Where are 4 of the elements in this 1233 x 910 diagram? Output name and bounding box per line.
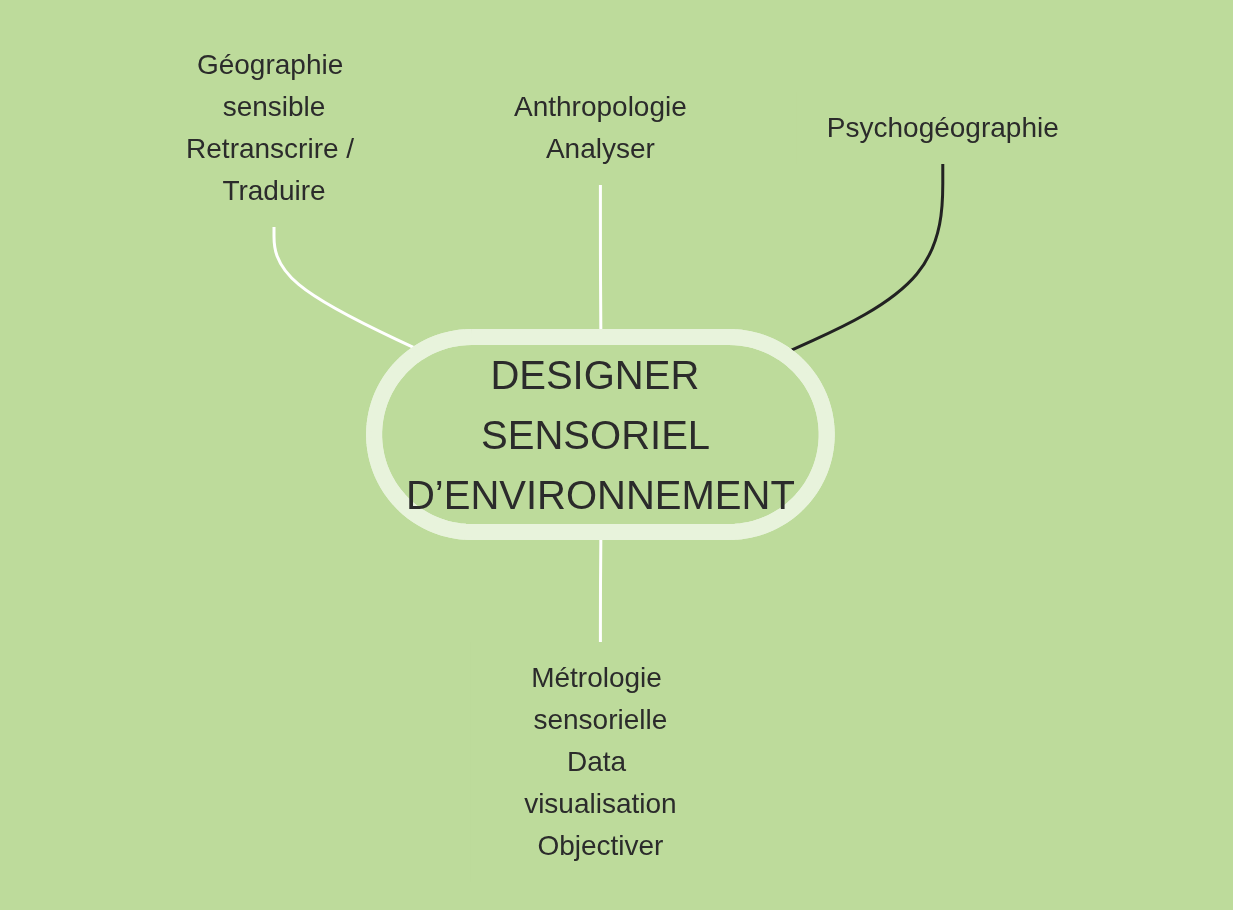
node-text: Anthropologie Analyser xyxy=(514,90,687,164)
node-text: Géographie sensible Retranscrire / Traduire xyxy=(186,48,355,206)
node-text: Métrologie sensorielle Data visualisation Objectiver xyxy=(524,661,677,861)
node-text: Psychogéographie xyxy=(826,111,1059,143)
